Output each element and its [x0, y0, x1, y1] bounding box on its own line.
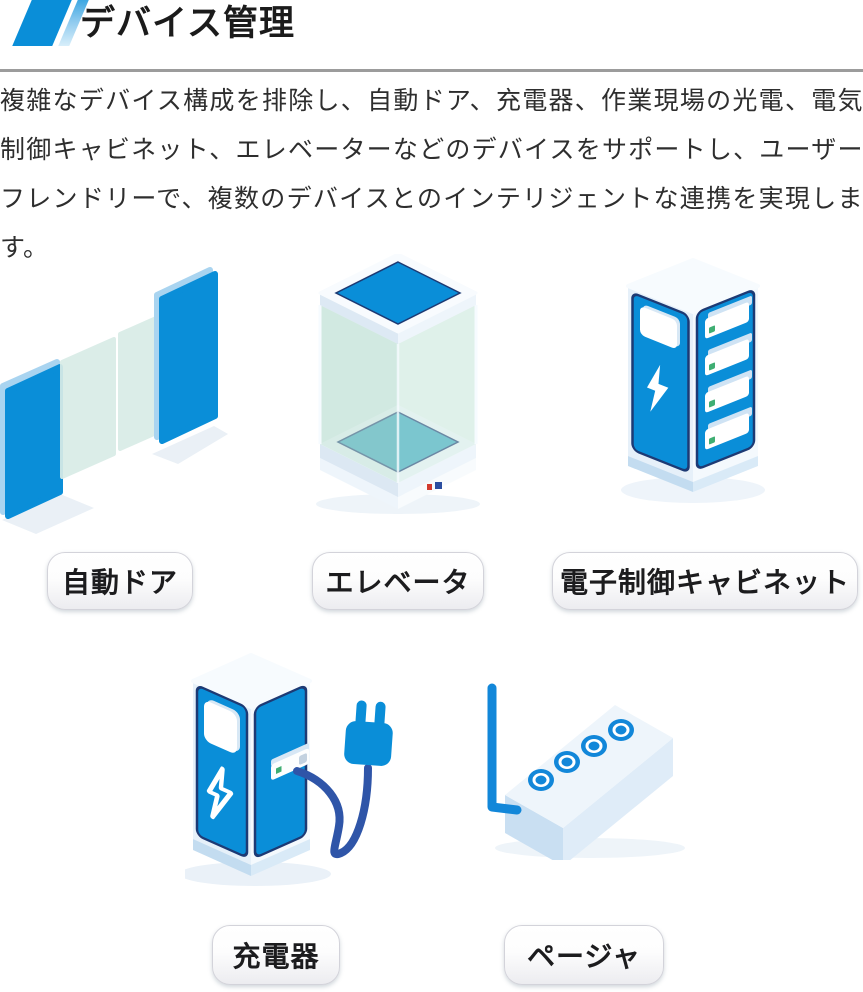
- pager-icon: [487, 683, 685, 860]
- page-title: デバイス管理: [80, 4, 295, 43]
- label-auto-door: 自動ドア: [47, 552, 193, 610]
- label-elevator: エレベータ: [312, 552, 484, 610]
- intro-paragraph: 複雑なデバイス構成を排除し、自動ドア、充電器、作業現場の光電、電気制御キャビネッ…: [0, 87, 863, 262]
- auto-door-icon: [0, 267, 228, 534]
- label-pager: ページャ: [504, 925, 664, 985]
- charger-illustration: [185, 650, 415, 890]
- elevator-illustration: [308, 254, 488, 516]
- control-cabinet-icon: [621, 258, 765, 503]
- pager-illustration: [455, 660, 705, 860]
- control-cabinet-illustration: [618, 256, 778, 506]
- section-logo-icon: [12, 0, 89, 47]
- auto-door-illustration: [0, 256, 230, 548]
- label-charger: 充電器: [212, 925, 340, 985]
- header-divider: [0, 69, 863, 72]
- label-control-cabinet: 電子制御キャビネット: [552, 552, 858, 610]
- elevator-icon: [316, 254, 480, 514]
- charger-icon: [185, 653, 393, 886]
